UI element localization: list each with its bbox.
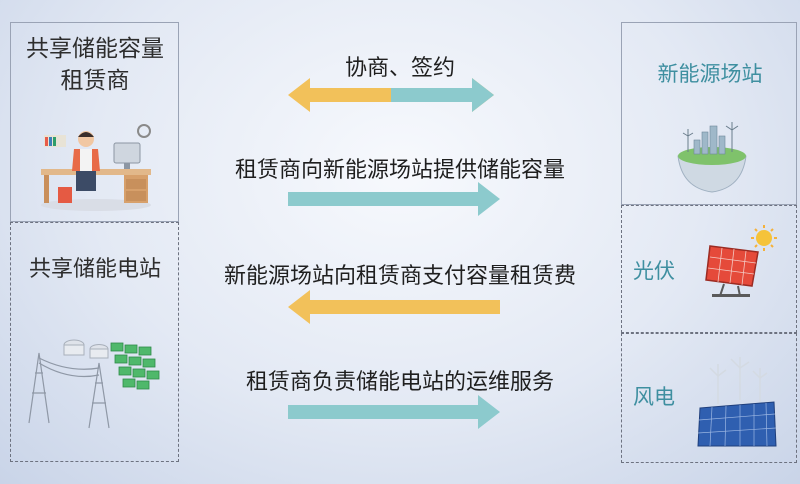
station-label: 共享储能电站 (28, 257, 161, 282)
wind-turbine-icon (697, 357, 777, 447)
new-energy-panel: 新能源场站 (621, 22, 797, 205)
station-panel: 共享储能电站 (10, 222, 179, 462)
wind-label: 风电 (633, 385, 675, 409)
lessor-label: 共享储能容量租赁商 (26, 36, 164, 94)
wind-panel: 风电 (621, 333, 797, 463)
flow-text-pay-fee: 新能源场站向租赁商支付容量租赁费 (223, 264, 576, 289)
flow-text-maintenance: 租赁商负责储能电站的运维服务 (245, 370, 554, 395)
storage-station-icon (28, 339, 160, 429)
arrow-right-capacity (288, 182, 500, 216)
arrow-bidirectional (288, 78, 494, 112)
green-city-globe-icon (677, 122, 747, 193)
pv-label: 光伏 (633, 259, 675, 283)
flow-text-negotiate: 协商、签约 (344, 56, 455, 81)
office-worker-icon (41, 124, 151, 211)
flow-text-provide-capacity: 租赁商向新能源场站提供储能容量 (234, 158, 565, 183)
arrow-right-maintenance (288, 395, 500, 429)
solar-panel-icon (705, 225, 777, 297)
new-energy-label: 新能源场站 (657, 62, 763, 86)
lessor-panel: 共享储能容量租赁商 (10, 22, 179, 222)
arrow-left-fee (288, 290, 500, 324)
pv-panel: 光伏 (621, 205, 797, 333)
